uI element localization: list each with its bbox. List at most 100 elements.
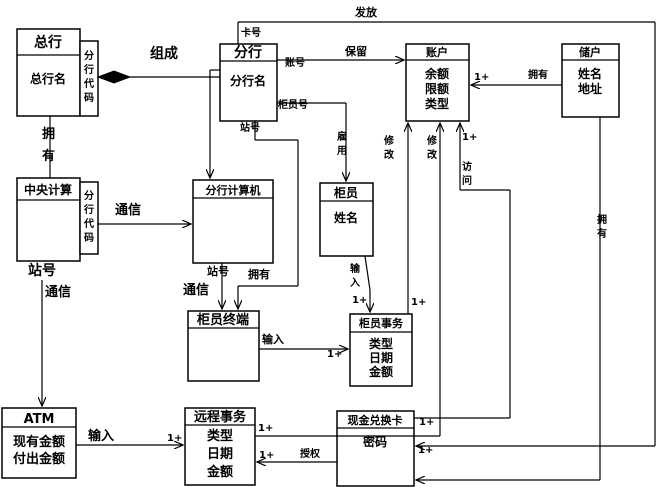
central-computer-foot: 站号	[28, 262, 56, 279]
account-no-label: 账号	[285, 56, 305, 69]
head-office-attr: 总行名	[30, 71, 66, 86]
teller-no-label: 柜员号	[277, 98, 308, 111]
rel-head-own-central: 拥 有	[42, 116, 55, 178]
rel-branch-to-computer	[210, 69, 220, 178]
own-card-label-b: 有	[597, 227, 607, 240]
teller-name: 柜员	[333, 185, 358, 200]
entity-remote-transaction: 远程事务 类型 日期 金额	[184, 407, 256, 486]
rel-hire: 柜员号 雇 用	[277, 98, 347, 181]
account-name: 账户	[426, 45, 448, 59]
remote-transaction-name: 远程事务	[194, 409, 247, 425]
access-card-mult: 1+	[419, 417, 434, 428]
comm-label-terminal: 通信	[183, 282, 209, 298]
entity-central-computer: 中央计算 分 行 代 码 站号	[16, 177, 99, 279]
input-label-b: 入	[350, 277, 360, 289]
teller-attr: 姓名	[334, 210, 358, 225]
rel-comm-central-branch: 通信	[98, 202, 191, 224]
teller-transaction-attr-1: 类型	[369, 336, 393, 351]
entity-account: 账户 余额 限额 类型	[405, 43, 470, 122]
rel-keep: 账号 保留	[277, 44, 404, 69]
remote-transaction-attr-2: 日期	[207, 447, 233, 462]
own-label-b: 有	[42, 148, 55, 164]
head-office-name: 总行	[34, 34, 62, 51]
card-no-label: 卡号	[241, 26, 261, 39]
teller-terminal-name: 柜员终端	[196, 312, 249, 328]
entity-cash-card: 现金兑换卡 密码	[336, 410, 415, 487]
access-label-b: 问	[462, 174, 472, 187]
rel-access: 1+ 访 问 1+	[414, 123, 511, 428]
entity-atm: ATM 现有金额 付出金额	[1, 407, 77, 479]
remote-transaction-attr-1: 类型	[207, 428, 233, 444]
customer-attr-2: 地址	[578, 81, 602, 96]
entity-branch: 分行 分行名	[219, 43, 278, 122]
own-account-label: 拥有	[528, 68, 548, 81]
cash-card-attr: 密码	[363, 434, 387, 449]
entity-teller-terminal: 柜员终端	[187, 310, 260, 382]
entity-teller: 柜员 姓名	[319, 182, 374, 257]
modify-label-b: 改	[384, 148, 395, 161]
teller-transaction-name: 柜员事务	[358, 316, 404, 330]
rel-modify-remote: 修 改 1+	[255, 123, 440, 437]
head-office-key-4: 码	[84, 92, 94, 104]
account-attr-3: 类型	[425, 96, 449, 111]
input-label-a: 输	[350, 262, 361, 275]
terminal-input-label: 输入	[262, 332, 284, 346]
atm-name: ATM	[24, 412, 55, 427]
entity-head-office: 总行 总行名 分 行 代 码	[16, 28, 99, 117]
entity-customer: 储户 姓名 地址	[561, 43, 620, 118]
access-mult: 1+	[462, 132, 477, 143]
hire-label-b: 用	[336, 145, 347, 157]
branch-name: 分行	[234, 44, 262, 61]
cash-card-name: 现金兑换卡	[348, 413, 403, 427]
branch-computer-foot: 站号	[207, 264, 229, 278]
rel-authorize: 授权 1+	[257, 447, 337, 462]
teller-transaction-attr-2: 日期	[369, 350, 393, 365]
entity-teller-transaction: 柜员事务 类型 日期 金额	[349, 313, 413, 387]
own-account-mult: 1+	[474, 72, 489, 83]
own-card-mult: 1+	[418, 445, 433, 456]
rel-computer-to-terminal: 通信	[183, 263, 222, 309]
central-key-1: 分	[84, 189, 94, 202]
rel-atm-input: 输入 1+	[76, 428, 183, 445]
central-key-4: 码	[84, 232, 94, 244]
comm-label-left: 通信	[45, 284, 71, 300]
rel-customer-own-account: 拥有 1+	[471, 68, 562, 85]
atm-input-label: 输入	[88, 428, 114, 444]
rel-customer-own-card: 拥 有 1+	[416, 117, 607, 480]
account-attr-1: 余额	[424, 66, 449, 81]
station-no-label: 站号	[240, 121, 260, 134]
modify-label-a: 修	[383, 134, 395, 147]
terminal-input-mult: 1+	[327, 349, 342, 360]
authorize-mult: 1+	[259, 450, 274, 461]
entity-branch-computer: 分行计算机 站号	[192, 179, 274, 278]
rel-branch-station: 站号 拥有	[238, 121, 299, 309]
own-card-label-a: 拥	[597, 213, 607, 226]
central-computer-name: 中央计算	[24, 182, 72, 197]
remote-transaction-attr-3: 金额	[206, 464, 233, 480]
rel-terminal-input: 输入 1+	[259, 332, 348, 360]
central-key-3: 代	[83, 217, 94, 230]
modify-remote-mult: 1+	[258, 423, 273, 434]
keep-label: 保留	[344, 44, 367, 58]
issue-label: 发放	[354, 5, 378, 19]
rel-modify-teller: 修 改 1+	[383, 123, 426, 314]
comm-label-top: 通信	[115, 202, 141, 218]
head-office-key-2: 行	[83, 63, 94, 76]
rel-compose: 组成	[96, 45, 220, 84]
customer-attr-1: 姓名	[578, 66, 602, 81]
own-label-terminal: 拥有	[248, 267, 270, 281]
modify-teller-mult: 1+	[411, 297, 426, 308]
compose-label: 组成	[150, 45, 178, 62]
authorize-label: 授权	[300, 447, 321, 460]
central-key-2: 行	[83, 203, 94, 216]
modify-label-d: 改	[427, 148, 438, 161]
own-label-a: 拥	[42, 126, 55, 142]
hire-label-a: 雇	[337, 130, 347, 143]
account-attr-2: 限额	[425, 81, 449, 96]
head-office-key-1: 分	[84, 49, 94, 62]
teller-transaction-attr-3: 金额	[368, 364, 393, 379]
atm-attr-1: 现有金额	[13, 434, 65, 450]
head-office-key-3: 代	[83, 77, 94, 90]
teller-input-mult: 1+	[352, 295, 367, 306]
